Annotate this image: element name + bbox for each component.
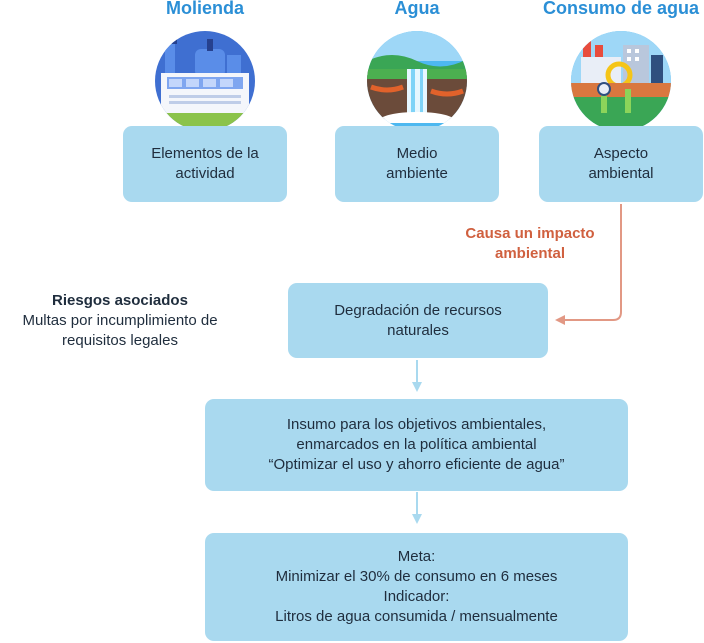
waterfall-icon: [367, 31, 467, 131]
box-aspecto-ambiental: Aspecto ambiental: [539, 126, 703, 202]
risk-title: Riesgos asociados: [52, 292, 188, 309]
flow-arrow-2-head: [412, 514, 422, 524]
impact-arrow: [560, 204, 622, 321]
box-meta-indicador: Meta: Minimizar el 30% de consumo en 6 m…: [205, 533, 628, 641]
header-agua: Agua: [394, 0, 440, 18]
header-consumo-de-agua: Consumo de agua: [542, 0, 700, 18]
factory-icon: [155, 31, 255, 131]
water-consumption-plant-icon: [571, 31, 671, 131]
risk-text: Multas por incumplimiento de requisitos …: [22, 312, 218, 349]
box-elementos-actividad: Elementos de la actividad: [123, 126, 287, 202]
box-degradacion-recursos: Degradación de recursos naturales: [288, 283, 548, 358]
impact-arrow-head: [555, 315, 565, 325]
header-molienda: Molienda: [165, 0, 245, 18]
box-insumo-objetivos: Insumo para los objetivos ambientales, e…: [205, 399, 628, 491]
flow-arrow-1-head: [412, 382, 422, 392]
box-medio-ambiente: Medio ambiente: [335, 126, 499, 202]
impact-label: Causa un impacto ambiental: [465, 225, 595, 262]
